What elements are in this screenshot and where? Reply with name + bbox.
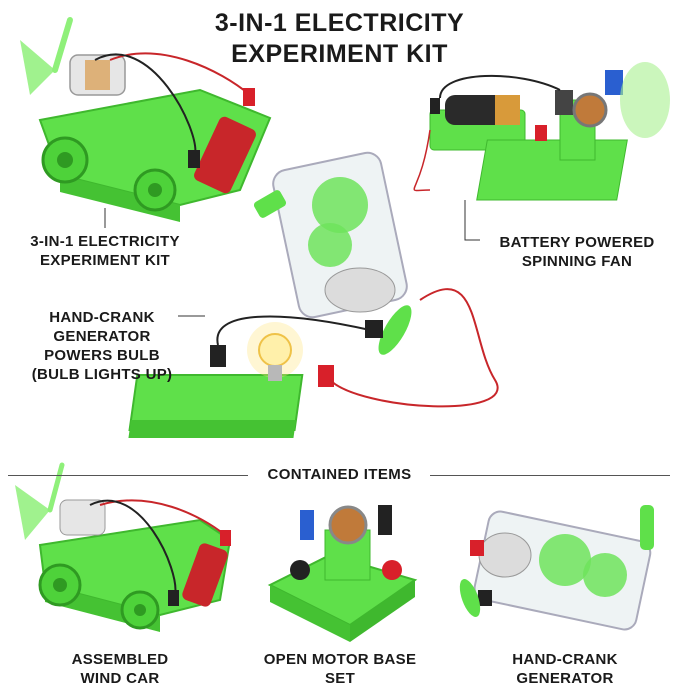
item-label-wind-car: ASSEMBLED WIND CAR [30,650,210,688]
contained-items-heading: CONTAINED ITEMS [0,466,679,483]
callout-kit-line-2: EXPERIMENT KIT [39,252,171,269]
callout-fan-line-1: BATTERY POWERED [499,234,655,251]
divider-left [8,475,248,476]
callout-fan-line-2: SPINNING FAN [521,253,633,270]
item-label-crank-generator-line-2: GENERATOR [516,670,614,687]
item-wind-car [15,462,232,632]
battery-fan [413,62,670,201]
item-label-wind-car-line-2: WIND CAR [80,670,160,687]
wind-car-top [20,17,272,222]
divider-right [430,475,670,476]
callout-kit: 3-IN-1 ELECTRICITY EXPERIMENT KIT [10,232,200,270]
callout-crank-line-4: (BULB LIGHTS UP) [31,366,173,383]
item-label-crank-generator-line-1: HAND-CRANK [512,651,618,668]
callout-crank-line-3: POWERS BULB [44,347,160,364]
item-label-motor-base: OPEN MOTOR BASE SET [250,650,430,688]
callout-fan: BATTERY POWERED SPINNING FAN [482,233,672,271]
callout-crank: HAND-CRANK GENERATOR POWERS BULB (BULB L… [22,308,182,384]
crank-generator-bulb [128,151,499,438]
callout-line-fan [464,200,480,241]
item-label-motor-base-line-2: SET [324,670,356,687]
item-hand-crank-generator [459,505,654,631]
title-line-1: 3-IN-1 ELECTRICITY [214,9,465,37]
title-line-2: EXPERIMENT KIT [231,40,448,68]
callout-crank-line-1: HAND-CRANK [49,309,155,326]
item-label-crank-generator: HAND-CRANK GENERATOR [475,650,655,688]
callout-crank-line-2: GENERATOR [53,328,151,345]
callout-kit-line-1: 3-IN-1 ELECTRICITY [30,233,180,250]
item-open-motor-base [267,505,418,642]
item-label-wind-car-line-1: ASSEMBLED [71,651,169,668]
item-label-motor-base-line-1: OPEN MOTOR BASE [263,651,417,668]
page-title: 3-IN-1 ELECTRICITY EXPERIMENT KIT [0,8,679,70]
